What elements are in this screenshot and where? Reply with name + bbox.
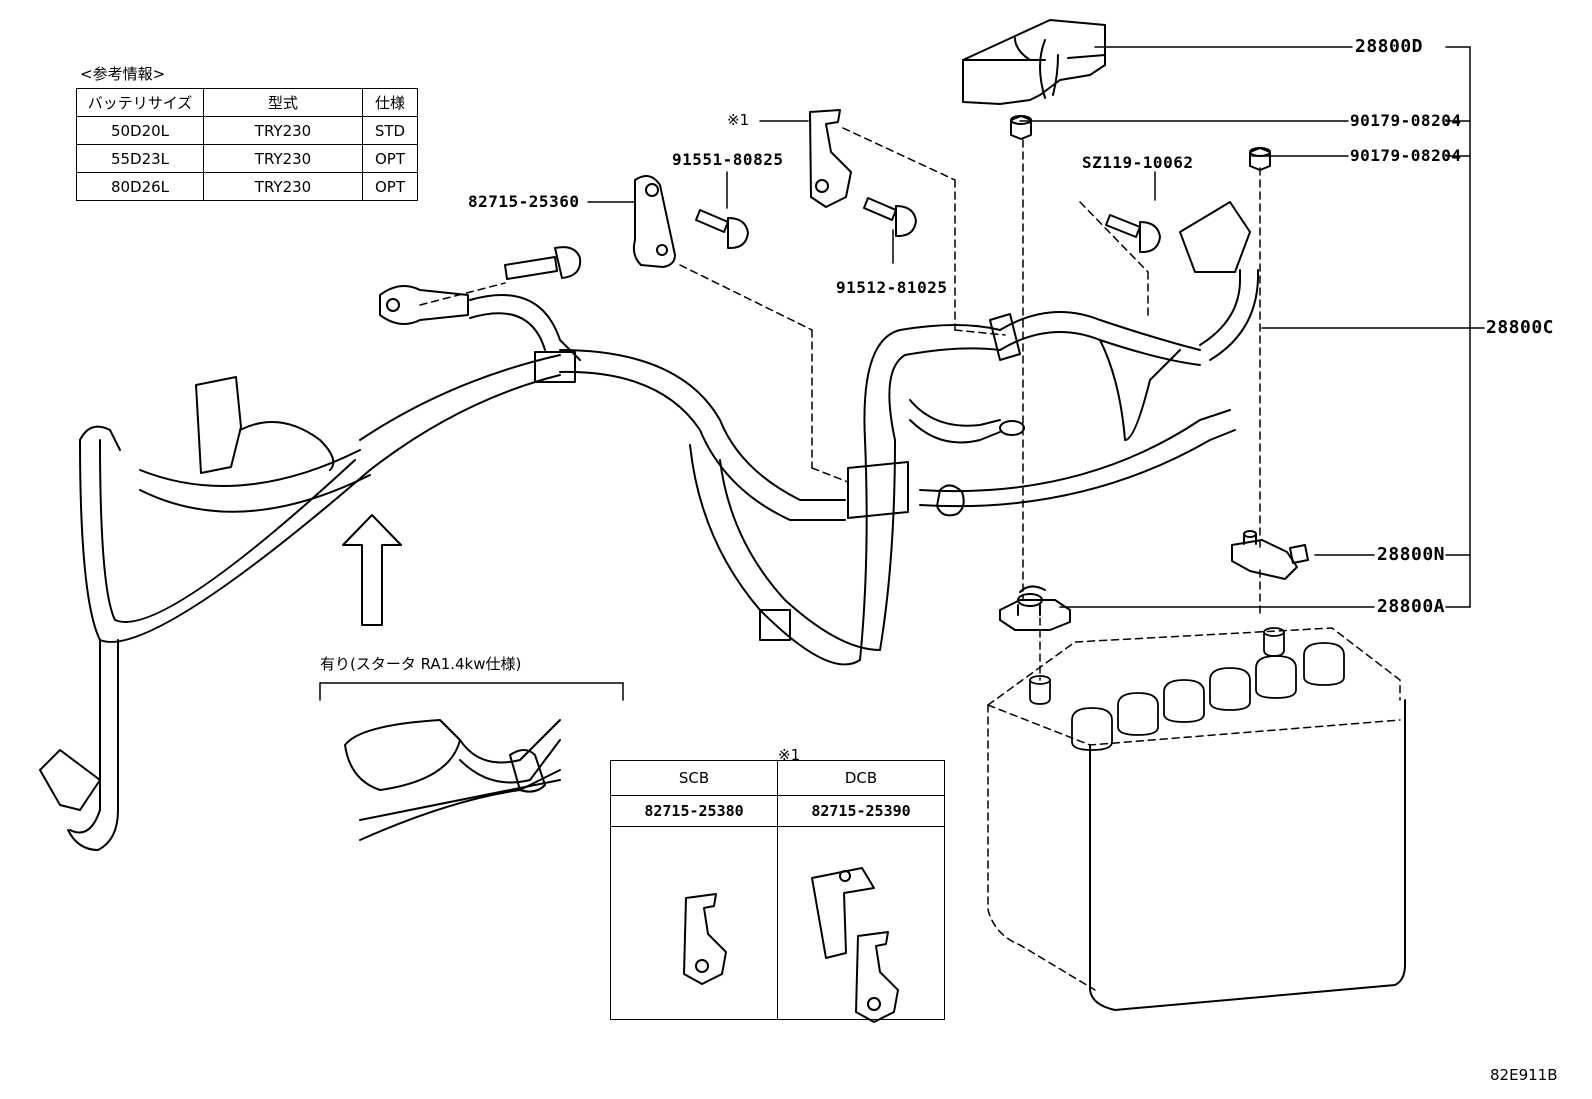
part-label-91551-80825: 91551-80825 xyxy=(672,150,784,169)
arrow-up xyxy=(342,514,402,626)
detail-part-dcb: 82715-25390 xyxy=(777,795,945,827)
part-label-28800d: 28800D xyxy=(1355,36,1424,57)
reference-header-row: バッテリサイズ 型式 仕様 xyxy=(76,88,418,117)
table-row: 55D23L TRY230 OPT xyxy=(76,144,418,173)
part-label-28800c: 28800C xyxy=(1486,317,1555,338)
part-label-28800n: 28800N xyxy=(1377,544,1446,565)
reference-table: バッテリサイズ 型式 仕様 50D20L TRY230 STD 55D23L T… xyxy=(76,88,418,201)
bracket-82715-25360 xyxy=(632,175,676,268)
terminal-28800n xyxy=(1231,530,1309,580)
detail-part-row: 82715-25380 82715-25390 xyxy=(610,795,945,827)
detail-image-row xyxy=(610,826,945,1020)
detail-image-scb xyxy=(610,826,778,1020)
cell-model: TRY230 xyxy=(203,144,363,173)
bolt-left xyxy=(504,246,582,280)
bolt-sz119 xyxy=(1105,214,1161,254)
detail-mark: ※1 xyxy=(778,746,801,764)
detail-col-dcb: DCB xyxy=(777,760,945,796)
harness-cables xyxy=(39,201,1260,851)
part-label-90179-08204-a: 90179-08204 xyxy=(1350,111,1462,130)
detail-header-row: SCB DCB xyxy=(610,760,945,796)
cell-size: 50D20L xyxy=(76,116,204,145)
nuts xyxy=(1010,115,1271,171)
header-spec: 仕様 xyxy=(362,88,418,117)
bolt-91512 xyxy=(863,197,917,238)
part-label-82715-25360: 82715-25360 xyxy=(468,192,580,211)
bolt-91551 xyxy=(695,209,749,250)
bracket-mark1 xyxy=(809,109,852,208)
starter-note: 有り(スタータ RA1.4kw仕様) xyxy=(320,655,522,673)
cell-spec: STD xyxy=(362,116,418,145)
detail-table: SCB DCB 82715-25380 82715-25390 xyxy=(610,760,945,1020)
detail-col-scb: SCB xyxy=(610,760,778,796)
cell-size: 55D23L xyxy=(76,144,204,173)
battery xyxy=(1029,627,1406,1011)
part-label-91512-81025: 91512-81025 xyxy=(836,278,948,297)
table-row: 80D26L TRY230 OPT xyxy=(76,172,418,201)
leader-lines xyxy=(587,46,1485,608)
part-label-90179-08204-b: 90179-08204 xyxy=(1350,146,1462,165)
mark-1-label: ※1 xyxy=(727,111,750,129)
cell-model: TRY230 xyxy=(203,116,363,145)
part-label-28800a: 28800A xyxy=(1377,596,1446,617)
detail-part-scb: 82715-25380 xyxy=(610,795,778,827)
detail-image-dcb xyxy=(777,826,945,1020)
part-label-sz119-10062: SZ119-10062 xyxy=(1082,153,1194,172)
cell-spec: OPT xyxy=(362,172,418,201)
header-battery-size: バッテリサイズ xyxy=(76,88,204,117)
header-model: 型式 xyxy=(203,88,363,117)
cell-size: 80D26L xyxy=(76,172,204,201)
cell-model: TRY230 xyxy=(203,172,363,201)
diagram-code: 82E911B xyxy=(1490,1066,1558,1084)
cell-spec: OPT xyxy=(362,144,418,173)
table-row: 50D20L TRY230 STD xyxy=(76,116,418,145)
starter-note-bracket xyxy=(319,682,624,701)
reference-title: <参考情報> xyxy=(80,65,166,83)
terminal-28800a xyxy=(999,585,1071,631)
terminal-cover xyxy=(962,19,1106,105)
starter-detail xyxy=(344,719,561,841)
